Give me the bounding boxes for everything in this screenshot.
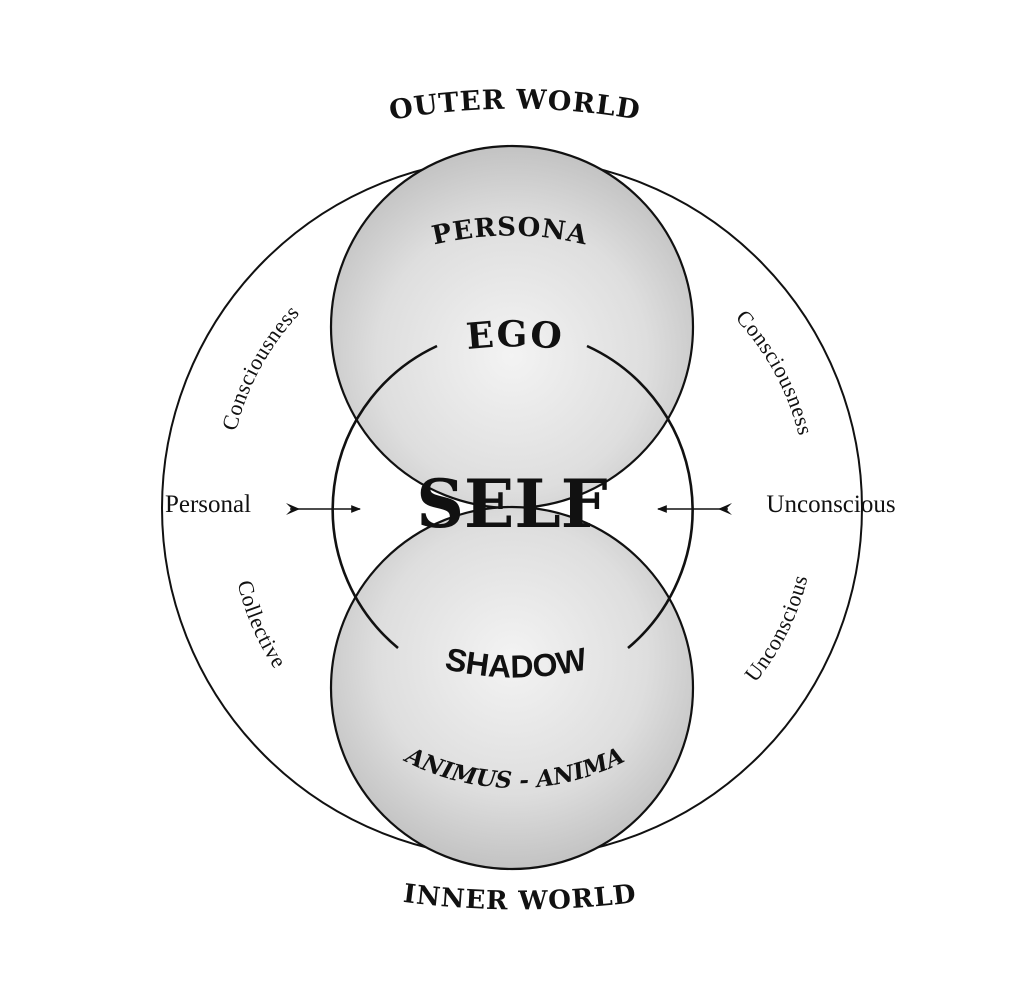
shadow-anima-circle [329,505,695,871]
unconscious-lower-right-label: Unconscious [739,572,812,686]
self-label: SELF [416,465,607,543]
left-arrow [286,503,361,515]
self-circle-left-arc [331,344,438,650]
right-arrow [657,503,732,515]
unconscious-right-label: Unconscious [766,491,895,518]
inner-world-label: INNER WORLD [402,879,639,917]
collective-label: Collective [233,578,292,673]
self-circle-right-arc [586,344,694,649]
ego-label: EGO [465,313,566,358]
consciousness-left-label: Consciousness [217,300,304,433]
consciousness-right-label: Consciousness [731,305,818,438]
outer-world-label: OUTER WORLD [387,85,643,127]
personal-label: Personal [165,491,251,518]
